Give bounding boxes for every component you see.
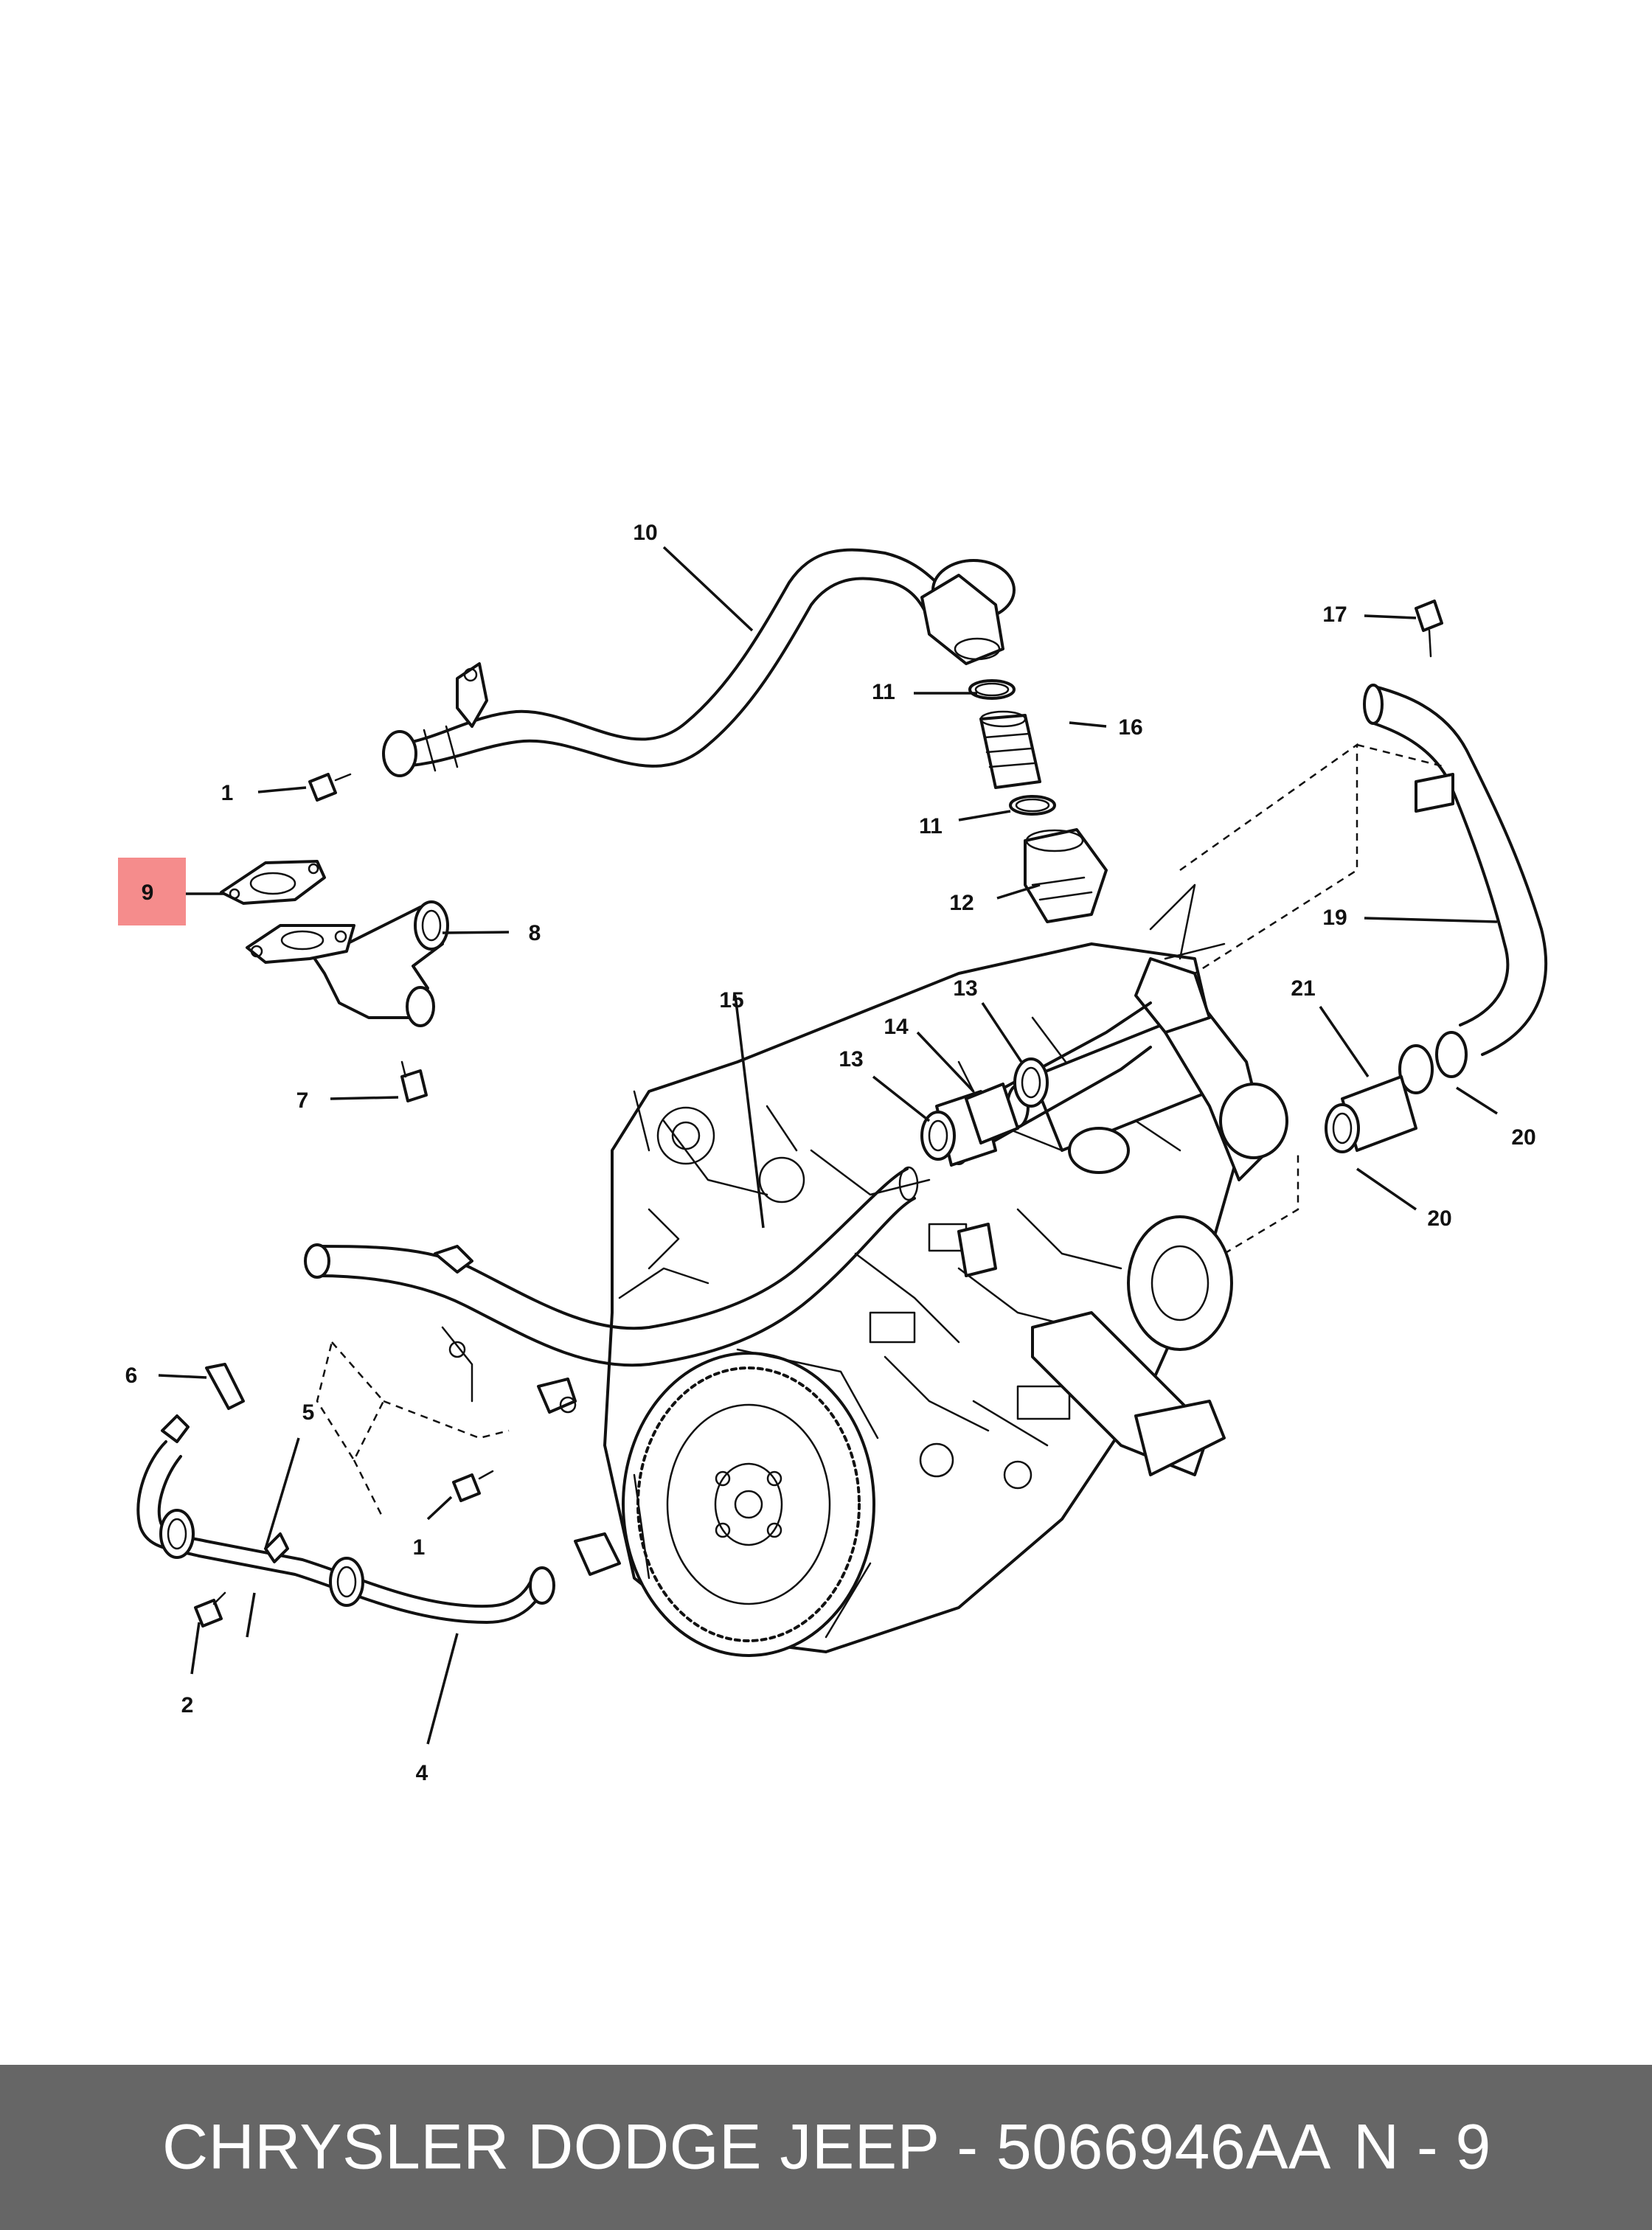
coupler-stack [968,679,1108,923]
callout-15[interactable]: 15 [719,988,743,1012]
bolt-2 [194,1591,226,1628]
bolt-17 [1415,600,1443,658]
callout-20-lower[interactable]: 20 [1427,1206,1451,1231]
callout-6[interactable]: 6 [125,1364,138,1388]
long-middle-tube [304,1001,1152,1414]
bolt-1-top [308,773,352,802]
callout-5[interactable]: 5 [302,1400,315,1425]
callout-13-lower[interactable]: 13 [839,1047,863,1071]
callout-1-lower[interactable]: 1 [413,1535,426,1560]
callout-12[interactable]: 12 [949,891,974,915]
footer-bar: CHRYSLER DODGE JEEP - 5066946AA N - 9 [0,2065,1652,2230]
callout-11-upper[interactable]: 11 [872,680,895,704]
lower-coolant-tube [136,1340,621,1624]
callout-20-right[interactable]: 20 [1511,1125,1535,1150]
thermostat-elbow [246,900,449,1027]
callout-7[interactable]: 7 [296,1088,309,1113]
gasket [220,860,326,905]
clip-6 [205,1363,245,1410]
footer-page-ref: N - 9 [1353,2111,1491,2183]
callout-9[interactable]: 9 [142,880,154,905]
callout-11-lower[interactable]: 11 [919,814,943,838]
callout-19[interactable]: 19 [1322,906,1347,930]
callout-10[interactable]: 10 [633,521,657,545]
callout-17[interactable]: 17 [1322,602,1347,627]
parts-diagram: 10 11 16 11 12 13 14 13 15 17 19 21 20 2… [118,521,1548,1785]
bolt-1-bottom [452,1470,494,1502]
callout-14[interactable]: 14 [884,1015,909,1039]
callout-8[interactable]: 8 [529,921,541,945]
callout-2[interactable]: 2 [181,1693,194,1717]
callout-16[interactable]: 16 [1118,715,1142,740]
callout-4[interactable]: 4 [416,1761,428,1785]
upper-coolant-tube [382,548,1016,777]
callout-13-upper[interactable]: 13 [953,976,977,1001]
leader-lines [158,546,1498,1745]
callout-1-upper[interactable]: 1 [221,781,234,805]
egr-cooler-assembly [1031,957,1288,1476]
callout-21[interactable]: 21 [1291,976,1315,1001]
bolt-7 [400,1060,428,1102]
footer-part-title: CHRYSLER DODGE JEEP - 5066946AA [162,2111,1331,2183]
highlight-box [118,858,186,925]
right-coolant-hose [1325,684,1548,1153]
flywheel [622,1348,879,1657]
